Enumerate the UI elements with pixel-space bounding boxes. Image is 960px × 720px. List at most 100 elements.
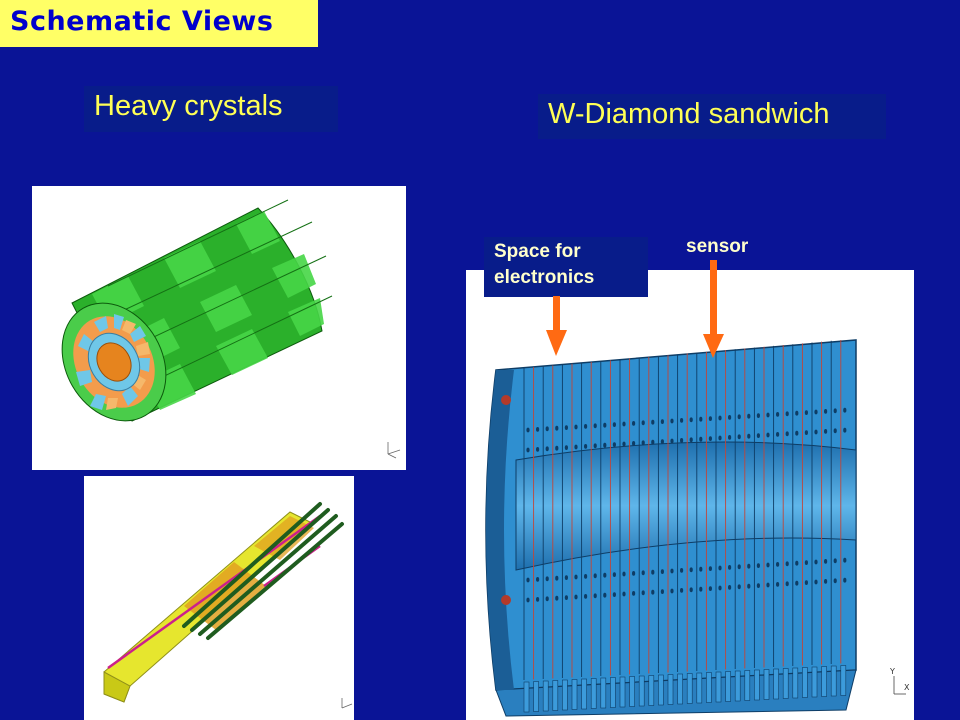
plate-hole xyxy=(670,438,674,444)
plate-hole xyxy=(680,568,684,573)
sandwich-tooth xyxy=(725,671,731,702)
plate-hole xyxy=(536,577,540,582)
space-label-line2: electronics xyxy=(494,267,595,288)
plate-hole xyxy=(766,412,770,418)
plate-hole xyxy=(660,439,664,444)
plate-hole xyxy=(718,435,722,441)
plate-hole xyxy=(545,596,549,602)
single-crystal-figure xyxy=(84,476,354,720)
plate-hole xyxy=(555,575,559,581)
plate-hole xyxy=(689,417,693,423)
sandwich-tooth xyxy=(581,678,587,710)
plate-hole xyxy=(536,427,540,432)
plate-hole xyxy=(536,597,540,602)
sandwich-tooth xyxy=(686,673,693,704)
plate-hole xyxy=(622,421,626,427)
sandwich-tooth xyxy=(610,677,616,708)
plate-hole xyxy=(699,586,703,592)
plate-hole xyxy=(603,422,607,428)
sandwich-tooth xyxy=(830,665,837,697)
plate-hole xyxy=(747,583,751,589)
plate-hole xyxy=(603,592,607,598)
plate-hole xyxy=(680,588,684,593)
sandwich-tooth xyxy=(734,670,741,702)
plate-hole xyxy=(584,574,588,579)
plate-hole xyxy=(708,436,712,441)
plate-hole xyxy=(843,577,847,583)
plate-hole xyxy=(574,444,578,450)
plate-hole xyxy=(670,588,674,594)
plate-hole xyxy=(574,574,578,580)
plate-hole xyxy=(737,584,741,590)
plate-hole xyxy=(843,557,847,563)
plate-hole xyxy=(584,424,588,429)
bolt-hole xyxy=(501,395,511,405)
plate-hole xyxy=(728,435,732,440)
plate-hole xyxy=(641,440,645,446)
plate-hole xyxy=(795,430,799,436)
crystal-drawing xyxy=(103,502,353,709)
plate-hole xyxy=(804,580,808,585)
cylinder-drawing xyxy=(61,199,401,459)
sandwich-tooth xyxy=(667,674,674,705)
plate-hole xyxy=(564,575,568,580)
axis-gizmo-cylinder xyxy=(387,442,401,459)
plate-hole xyxy=(660,569,664,574)
plate-hole xyxy=(526,427,530,433)
sandwich-tooth xyxy=(715,671,722,703)
sandwich-tooth xyxy=(773,668,779,700)
plate-hole xyxy=(756,563,760,568)
plate-hole xyxy=(737,414,741,420)
sandwich-tooth xyxy=(802,667,808,698)
plate-hole xyxy=(670,418,674,424)
sandwich-tooth xyxy=(840,665,847,696)
plate-hole xyxy=(651,419,655,425)
plate-hole xyxy=(564,445,568,450)
sandwich-tooth xyxy=(619,676,626,708)
plate-hole xyxy=(526,597,530,603)
sandwich-tooth xyxy=(792,667,799,699)
space-for-electronics-label-box: Space for electronics xyxy=(484,237,648,297)
plate-hole xyxy=(776,412,780,417)
plate-hole xyxy=(824,579,828,584)
plate-hole xyxy=(651,589,655,595)
plate-hole xyxy=(833,558,837,564)
plate-hole xyxy=(785,431,789,437)
plate-hole xyxy=(776,582,780,587)
plate-hole xyxy=(756,433,760,438)
plate-hole xyxy=(593,443,597,449)
plate-hole xyxy=(756,413,760,418)
plate-hole xyxy=(584,594,588,599)
sandwich-tooth xyxy=(763,669,770,700)
heavy-crystals-cylinder-figure xyxy=(32,186,406,470)
sandwich-tooth xyxy=(638,675,645,707)
plate-hole xyxy=(708,416,712,421)
sandwich-tooth xyxy=(542,680,549,712)
sandwich-tooth xyxy=(811,666,818,698)
sandwich-tooth xyxy=(744,670,751,701)
plate-hole xyxy=(795,580,799,586)
plate-hole xyxy=(766,432,770,438)
plate-hole xyxy=(574,424,578,430)
plate-hole xyxy=(747,433,751,439)
sandwich-tooth xyxy=(562,679,568,711)
plate-hole xyxy=(728,565,732,570)
plate-hole xyxy=(593,423,597,429)
sandwich-tooth xyxy=(600,677,607,709)
space-label-line1: Space for xyxy=(494,241,581,262)
plate-hole xyxy=(632,571,636,576)
sandwich-tooth xyxy=(782,668,789,699)
plate-hole xyxy=(728,585,732,590)
plate-hole xyxy=(680,418,684,423)
plate-hole xyxy=(708,566,712,571)
plate-hole xyxy=(526,577,530,583)
plate-hole xyxy=(766,562,770,568)
plate-hole xyxy=(660,419,664,424)
sandwich-tooth xyxy=(523,681,530,713)
crystal-highlight-segment xyxy=(184,562,266,630)
plate-hole xyxy=(824,429,828,434)
slide-title: Schematic Views xyxy=(10,6,274,37)
plate-hole xyxy=(632,421,636,426)
sandwich-tooth xyxy=(677,673,683,705)
plate-hole xyxy=(737,434,741,440)
